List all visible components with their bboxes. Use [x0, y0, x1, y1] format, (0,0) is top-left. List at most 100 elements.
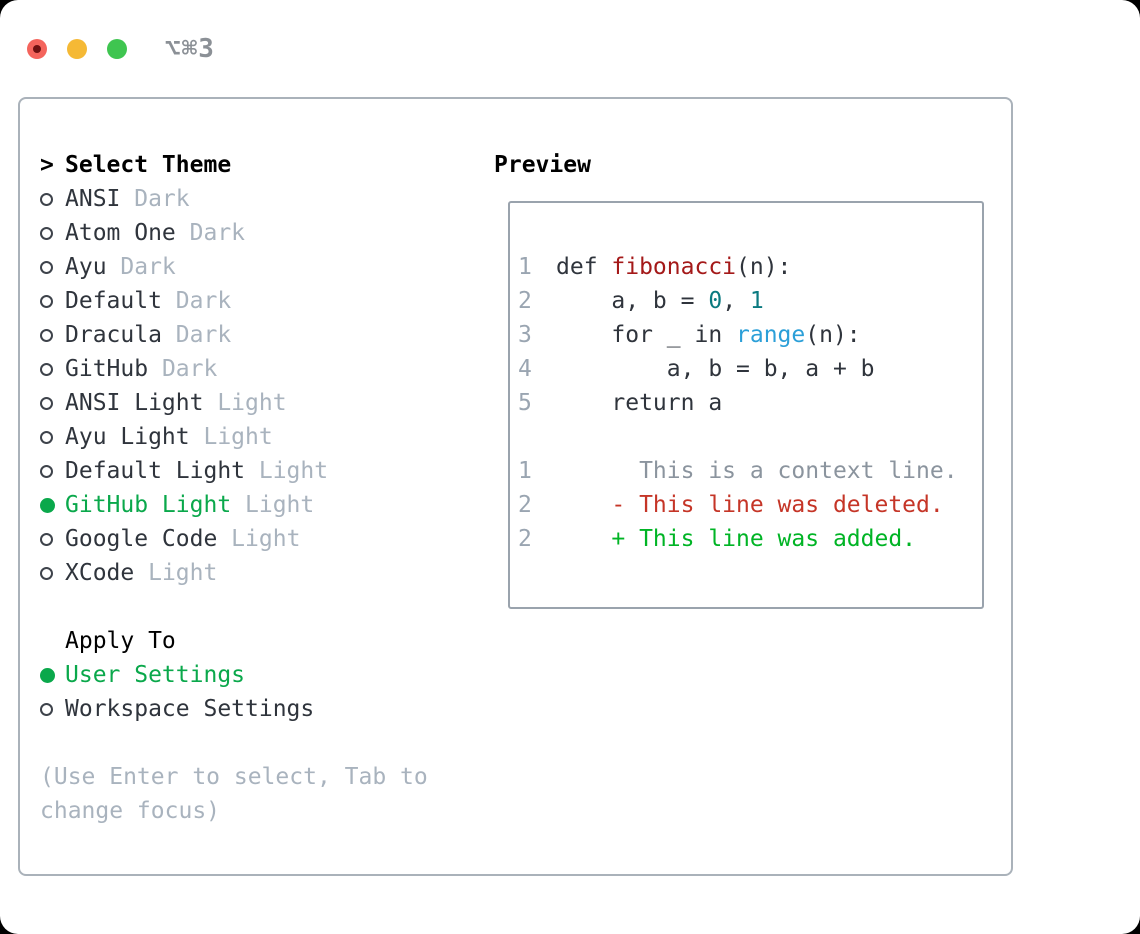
window-shortcut-label: ⌥⌘3	[165, 33, 215, 64]
code-token: def	[556, 254, 612, 280]
theme-variant-badge: Light	[134, 560, 218, 586]
code-token: for _ in	[556, 322, 737, 348]
line-number: 4	[518, 356, 532, 382]
maximize-button[interactable]	[107, 38, 127, 59]
line-number: 5	[518, 390, 532, 416]
line-number: 3	[518, 322, 532, 348]
theme-option-ayu-light[interactable]: Ayu Light Light	[40, 420, 494, 454]
theme-name: XCode	[65, 560, 135, 586]
diff-context-line: 1 This is a context line.	[518, 454, 978, 488]
radio-gutter	[40, 566, 65, 580]
preview-header: Preview	[494, 148, 1011, 182]
theme-variant-badge: Light	[231, 492, 315, 518]
radio-icon	[40, 702, 53, 716]
theme-variant-badge: Light	[189, 424, 273, 450]
code-line: 3 for _ in range(n):	[518, 318, 978, 352]
theme-name: GitHub	[65, 356, 149, 382]
diff-deleted-line: 2 - This line was deleted.	[518, 488, 978, 522]
titlebar: ⌥⌘3	[0, 0, 1140, 70]
blank-line	[518, 420, 978, 454]
select-theme-title: Select Theme	[65, 152, 232, 178]
code-token: (n):	[736, 254, 792, 280]
theme-option-ansi[interactable]: ANSI Dark	[40, 182, 494, 216]
code-line: 1 def fibonacci(n):	[518, 250, 978, 284]
hint-text-line-1: (Use Enter to select, Tab to	[40, 764, 428, 790]
radio-gutter	[40, 294, 65, 308]
line-number: 2	[518, 492, 532, 518]
preview-title: Preview	[494, 152, 591, 178]
diff-added-line: 2 + This line was added.	[518, 522, 978, 556]
radio-icon	[40, 396, 53, 410]
theme-name: Atom One	[65, 220, 176, 246]
theme-name: GitHub Light	[65, 492, 232, 518]
line-number: 2	[518, 288, 532, 314]
cursor-gutter: >	[40, 148, 65, 182]
radio-gutter	[40, 226, 65, 240]
theme-variant-badge: Light	[203, 390, 287, 416]
theme-option-ayu[interactable]: Ayu Dark	[40, 250, 494, 284]
line-number: 1	[518, 254, 532, 280]
code-token: + This line was added.	[556, 526, 917, 552]
radio-icon	[40, 328, 53, 342]
code-token: return a	[556, 390, 723, 416]
code-token: ,	[722, 288, 750, 314]
code-token: This is a context line.	[556, 458, 958, 484]
code-token: fibonacci	[611, 254, 737, 280]
line-number: 1	[518, 458, 532, 484]
section-gap	[40, 726, 494, 760]
apply-option-label: User Settings	[65, 662, 246, 688]
close-button[interactable]	[27, 38, 47, 59]
theme-name: Ayu	[65, 254, 107, 280]
minimize-button[interactable]	[67, 38, 87, 59]
apply-to-title: Apply To	[65, 628, 176, 654]
code-token: (n):	[805, 322, 861, 348]
radio-gutter	[40, 328, 65, 342]
radio-gutter	[40, 667, 65, 683]
radio-icon	[40, 294, 53, 308]
theme-option-atom-one[interactable]: Atom One Dark	[40, 216, 494, 250]
line-number: 2	[518, 526, 532, 552]
radio-icon	[40, 497, 55, 513]
theme-option-dracula[interactable]: Dracula Dark	[40, 318, 494, 352]
theme-option-default[interactable]: Default Dark	[40, 284, 494, 318]
radio-gutter	[40, 497, 65, 513]
theme-option-google-code[interactable]: Google Code Light	[40, 522, 494, 556]
apply-option-workspace-settings[interactable]: Workspace Settings	[40, 692, 494, 726]
theme-name: Default	[65, 288, 162, 314]
radio-icon	[40, 566, 53, 580]
radio-gutter	[40, 192, 65, 206]
radio-gutter	[40, 362, 65, 376]
code-token: - This line was deleted.	[556, 492, 944, 518]
unsaved-dot-icon	[33, 44, 41, 53]
theme-variant-badge: Dark	[161, 322, 232, 348]
theme-option-default-light[interactable]: Default Light Light	[40, 454, 494, 488]
radio-gutter	[40, 430, 65, 444]
apply-option-user-settings[interactable]: User Settings	[40, 658, 494, 692]
theme-name: Dracula	[65, 322, 162, 348]
hint-text-line-2: change focus)	[40, 798, 221, 824]
apply-to-header: Apply To	[40, 624, 494, 658]
code-line: 5 return a	[518, 386, 978, 420]
theme-name: Google Code	[65, 526, 218, 552]
theme-variant-badge: Dark	[161, 288, 232, 314]
theme-option-xcode[interactable]: XCode Light	[40, 556, 494, 590]
radio-icon	[40, 430, 53, 444]
code-token: 1	[749, 288, 764, 314]
theme-option-ansi-light[interactable]: ANSI Light Light	[40, 386, 494, 420]
code-token: a, b = b, a + b	[556, 356, 875, 382]
theme-option-github[interactable]: GitHub Dark	[40, 352, 494, 386]
theme-option-github-light[interactable]: GitHub Light Light	[40, 488, 494, 522]
apply-option-label: Workspace Settings	[65, 696, 315, 722]
code-token: range	[736, 322, 806, 348]
theme-name: ANSI	[65, 186, 121, 212]
radio-gutter	[40, 464, 65, 478]
theme-variant-badge: Dark	[106, 254, 176, 280]
theme-variant-badge: Light	[245, 458, 329, 484]
radio-gutter	[40, 396, 65, 410]
radio-icon	[40, 532, 53, 546]
